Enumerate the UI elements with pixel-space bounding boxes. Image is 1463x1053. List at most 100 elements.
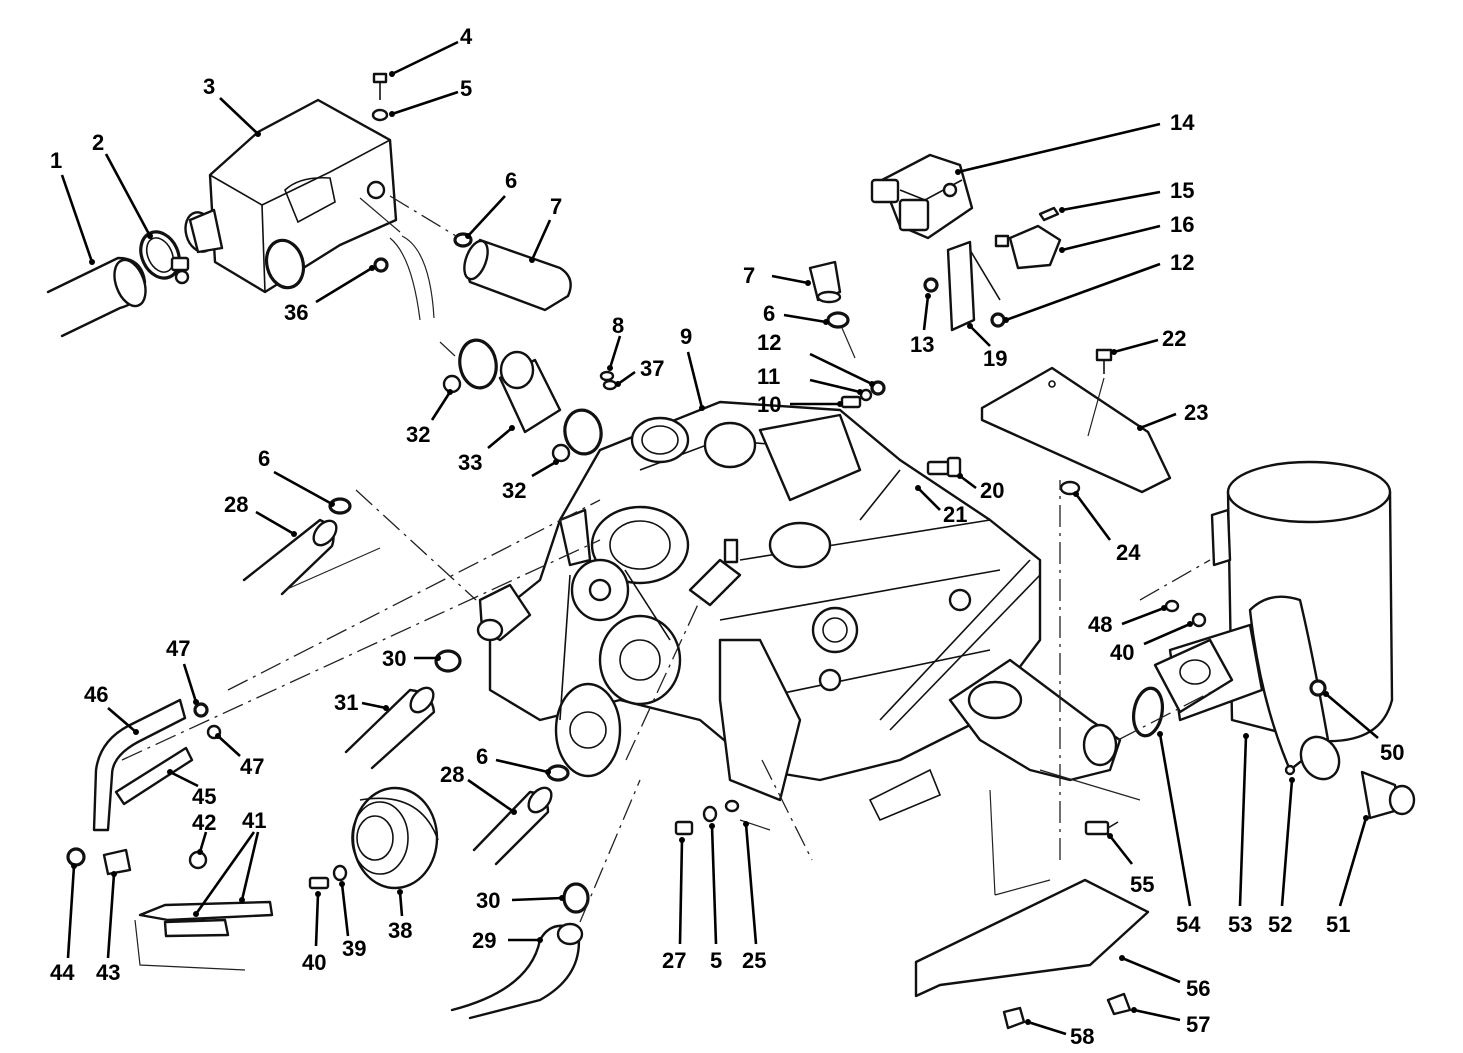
- callout-51: 51: [1326, 912, 1350, 937]
- callout-30: 30: [476, 888, 500, 913]
- callout-43: 43: [96, 960, 120, 985]
- callout-6: 6: [505, 168, 517, 193]
- callout-38: 38: [388, 918, 412, 943]
- callout-4: 4: [460, 24, 473, 49]
- callout-30: 30: [382, 646, 406, 671]
- callout-20: 20: [980, 478, 1004, 503]
- hose-clamp: [562, 882, 590, 914]
- callout-19: 19: [983, 346, 1007, 371]
- callout-3: 3: [203, 74, 215, 99]
- screw: [1106, 992, 1132, 1016]
- bolt: [1084, 820, 1119, 836]
- tailpipe-tip: [1360, 770, 1416, 820]
- nut: [373, 257, 389, 273]
- nut: [66, 847, 86, 867]
- washer: [332, 864, 348, 882]
- callout-5: 5: [710, 948, 722, 973]
- hose-fitting: [134, 900, 274, 971]
- callout-42: 42: [192, 810, 216, 835]
- callout-16: 16: [1170, 212, 1194, 237]
- screw: [1038, 206, 1060, 222]
- air-cleaner-housing: [184, 98, 398, 294]
- engine-block: [476, 400, 1122, 822]
- callout-11: 11: [757, 364, 780, 389]
- screw: [1002, 1006, 1026, 1030]
- callout-7: 7: [550, 194, 562, 219]
- callout-29: 29: [472, 928, 496, 953]
- callout-1: 1: [50, 148, 62, 173]
- callout-23: 23: [1184, 400, 1208, 425]
- coolant-hose: [472, 786, 553, 866]
- bolt: [674, 820, 694, 836]
- exhaust-pipe: [1153, 595, 1341, 781]
- lower-radiator-hose: [450, 922, 584, 1020]
- breather-hose: [463, 238, 572, 312]
- callout-28: 28: [440, 762, 464, 787]
- breather-tube: [92, 698, 222, 832]
- callout-57: 57: [1186, 1012, 1210, 1037]
- callout-44: 44: [50, 960, 75, 985]
- nut: [870, 380, 886, 396]
- callout-25: 25: [742, 948, 766, 973]
- callout-52: 52: [1268, 912, 1292, 937]
- callout-33: 33: [458, 450, 482, 475]
- callout-8: 8: [612, 313, 624, 338]
- hose-clamp: [442, 338, 498, 394]
- callout-55: 55: [1130, 872, 1154, 897]
- washer: [1164, 599, 1180, 613]
- washer: [702, 805, 718, 823]
- callout-24: 24: [1116, 540, 1141, 565]
- callout-48: 48: [1088, 612, 1112, 637]
- callout-13: 13: [910, 332, 934, 357]
- hose-clamp: [546, 764, 570, 782]
- callout-54: 54: [1176, 912, 1201, 937]
- intake-sleeve: [498, 350, 562, 434]
- nut: [990, 312, 1006, 328]
- intake-hose: [46, 256, 147, 338]
- callout-50: 50: [1380, 740, 1404, 765]
- callout-47: 47: [166, 636, 190, 661]
- coolant-hose: [344, 686, 436, 770]
- callout-labels: 1 2 3 4 5 6 7 36 7 6 8 37 9 12 11 10 14 …: [50, 24, 1404, 1049]
- callout-12: 12: [1170, 250, 1194, 275]
- bolt: [840, 395, 862, 409]
- callout-6: 6: [763, 301, 775, 326]
- callout-9: 9: [680, 324, 692, 349]
- callout-58: 58: [1070, 1024, 1094, 1049]
- bolt: [1191, 612, 1207, 628]
- washer: [724, 799, 740, 813]
- callout-21: 21: [943, 502, 967, 527]
- callout-14: 14: [1170, 110, 1195, 135]
- bolt: [372, 72, 388, 100]
- callout-15: 15: [1170, 178, 1194, 203]
- callout-6: 6: [476, 744, 488, 769]
- nut: [923, 277, 939, 293]
- assembly-lines: [121, 195, 1216, 923]
- callout-27: 27: [662, 948, 686, 973]
- bolt: [926, 456, 962, 478]
- ignition-coil: [870, 153, 974, 240]
- callout-12: 12: [757, 330, 781, 355]
- exhaust-gasket: [1131, 686, 1165, 738]
- callout-40: 40: [1110, 640, 1134, 665]
- heat-shield: [980, 366, 1172, 494]
- washer: [599, 370, 615, 382]
- screw: [188, 850, 208, 870]
- callout-40: 40: [302, 950, 326, 975]
- callout-5: 5: [460, 76, 472, 101]
- callout-10: 10: [757, 392, 781, 417]
- callout-7: 7: [743, 263, 755, 288]
- vent-hose: [808, 260, 842, 304]
- lower-heat-shield: [914, 878, 1150, 998]
- mounting-bracket: [946, 240, 1001, 332]
- callout-39: 39: [342, 936, 366, 961]
- callout-32: 32: [502, 478, 526, 503]
- callout-32: 32: [406, 422, 430, 447]
- hose-clamp: [551, 408, 603, 463]
- callout-45: 45: [192, 784, 216, 809]
- callout-36: 36: [284, 300, 308, 325]
- callout-53: 53: [1228, 912, 1252, 937]
- callout-6: 6: [258, 446, 270, 471]
- callout-46: 46: [84, 682, 108, 707]
